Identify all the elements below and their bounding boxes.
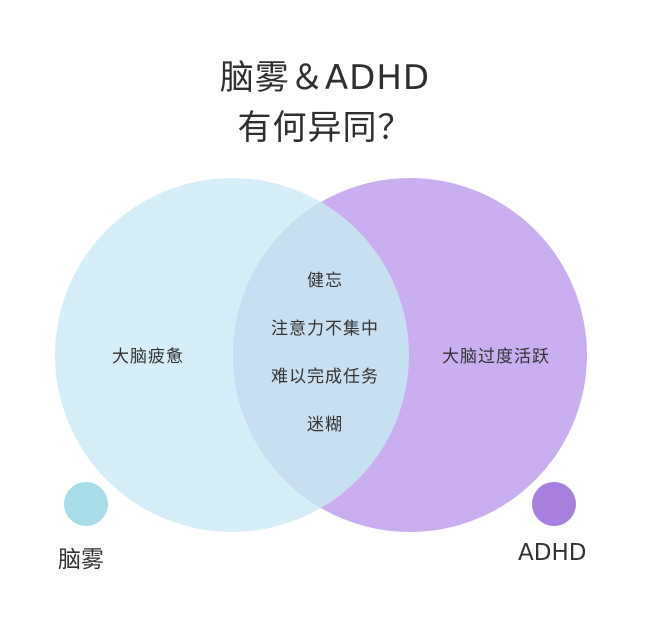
shared-symptoms-list: 健忘 注意力不集中 难以完成任务 迷糊 xyxy=(235,270,415,462)
shared-symptom-forgetfulness: 健忘 xyxy=(307,271,343,291)
page-title-line-1: 脑雾＆ADHD xyxy=(219,58,431,98)
shared-symptom-inattention: 注意力不集中 xyxy=(271,319,379,339)
brain-fog-legend-swatch xyxy=(64,482,108,526)
shared-symptom-confusion: 迷糊 xyxy=(307,415,343,435)
brain-fog-legend-label: 脑雾 xyxy=(58,547,104,573)
adhd-description: 大脑过度活跃 xyxy=(442,347,550,367)
shared-symptom-task-difficulty: 难以完成任务 xyxy=(271,367,379,387)
page-title-line-2: 有何异同？ xyxy=(237,108,413,148)
brain-fog-description: 大脑疲惫 xyxy=(112,347,184,367)
adhd-legend-label: ADHD xyxy=(518,540,587,566)
venn-overlap-base xyxy=(233,178,409,532)
adhd-legend-swatch xyxy=(532,482,576,526)
